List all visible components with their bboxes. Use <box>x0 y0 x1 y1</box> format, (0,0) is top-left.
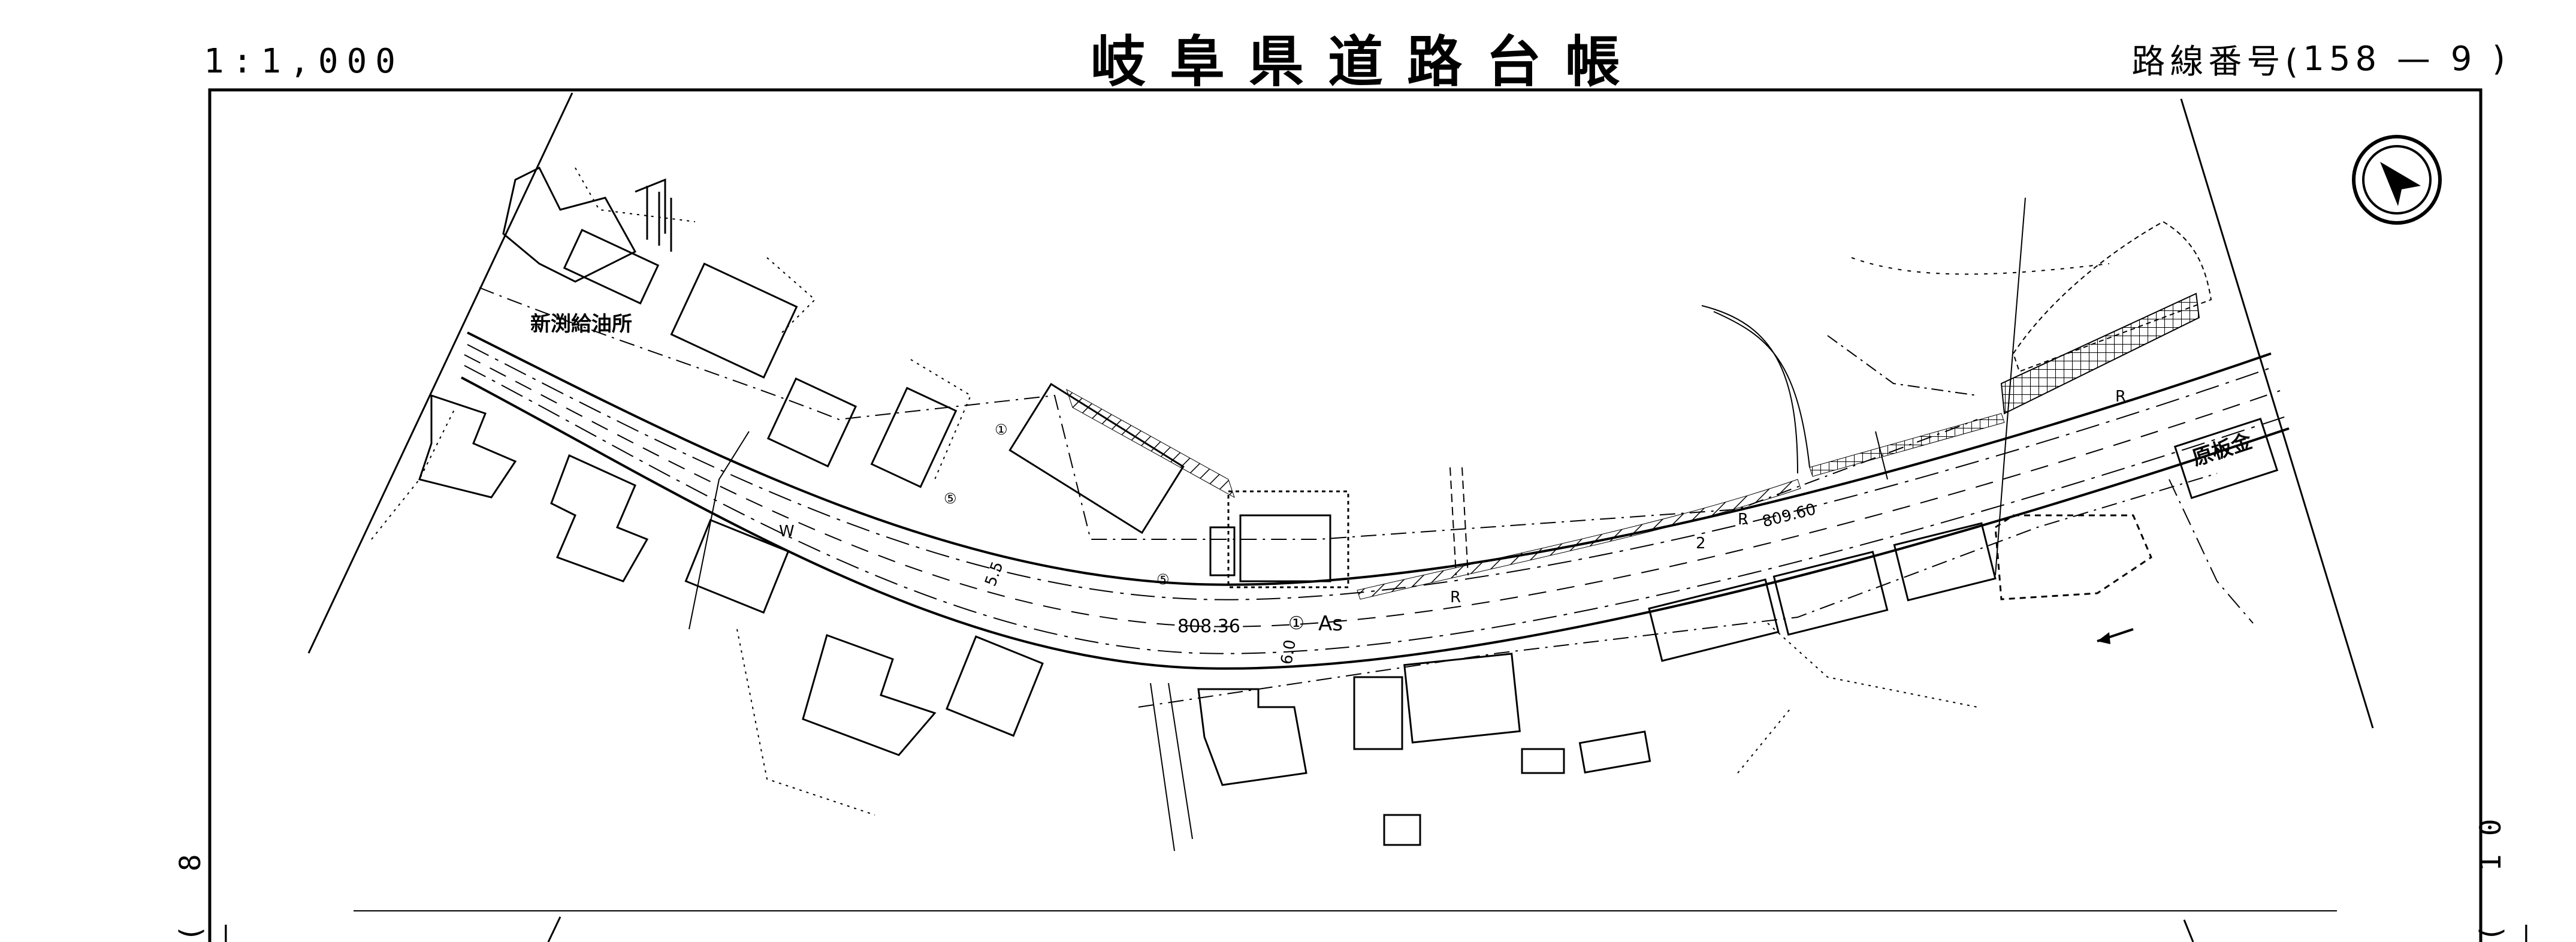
label-well: W <box>779 523 795 541</box>
label-pavement: As <box>1318 612 1343 636</box>
retaining-wall-strip <box>1809 413 2005 477</box>
water-channels <box>688 197 2254 852</box>
route-number: 路線番号( 158 — 9 ) <box>2131 35 2510 83</box>
channel <box>1875 431 1888 480</box>
building <box>1008 382 1185 535</box>
building <box>635 178 666 234</box>
property-line <box>1737 707 1792 774</box>
building <box>1578 730 1651 774</box>
property-line <box>371 407 456 540</box>
channel <box>2169 479 2254 624</box>
buildings-southwest <box>418 394 1521 846</box>
channel <box>1168 683 1193 840</box>
label-num-2: ⑤ <box>944 490 957 507</box>
label-elevation-2: 809.60 <box>1760 500 1818 531</box>
building <box>946 635 1044 737</box>
channel <box>1449 467 1469 576</box>
sheet-boundary-right <box>2180 98 2374 729</box>
label-elevation-1: 808.36 <box>1177 616 1240 637</box>
sheet-boundary-left <box>307 92 573 654</box>
retaining-wall-hatch <box>2000 292 2200 415</box>
slope-hatch-west <box>1066 388 1235 499</box>
channel <box>1150 683 1175 852</box>
sheet-boundary-left-lower <box>547 916 561 942</box>
building <box>870 387 958 488</box>
building <box>1227 490 1349 588</box>
building <box>1994 514 2152 600</box>
building <box>563 228 660 305</box>
label-sheet-metal: 原板金 <box>2190 429 2255 471</box>
boundary-north-west <box>479 287 1978 540</box>
map-scale: 1:1,000 <box>204 41 404 81</box>
channel <box>1827 335 1978 396</box>
label-lane: 2 <box>1696 535 1706 552</box>
channel <box>1713 311 1810 468</box>
road-centerline <box>464 354 2281 627</box>
label-curb-r3: R <box>2115 388 2126 406</box>
building <box>1209 526 1236 576</box>
road-edge-north <box>467 331 2272 586</box>
slope-hatch-north <box>1357 479 1801 600</box>
label-dim-2: 6.0 <box>1278 638 1300 666</box>
building <box>684 518 790 614</box>
label-num-3: ⑤ <box>1156 571 1170 588</box>
label-curb-r2: R <box>1738 511 1748 529</box>
building <box>1383 814 1421 846</box>
property-line <box>1767 623 1978 708</box>
building <box>1648 578 1780 662</box>
building <box>1521 748 1565 774</box>
building <box>1772 551 1889 636</box>
boundary-south <box>1138 473 2218 708</box>
map-frame <box>208 88 2483 942</box>
buildings-east <box>1521 418 2279 774</box>
property-line <box>575 167 696 222</box>
flow-direction-arrow-icon <box>2097 628 2134 644</box>
north-arrow-icon <box>2352 135 2442 225</box>
building <box>670 262 798 379</box>
label-num-1: ① <box>995 421 1008 438</box>
property-line <box>736 629 875 816</box>
building <box>1353 676 1403 750</box>
building <box>1893 522 1997 602</box>
road-edge-south <box>461 376 2290 670</box>
page-title: 岐阜県道路台帳 <box>1091 29 1645 94</box>
tree-area-outline <box>2012 221 2212 373</box>
building <box>1197 688 1307 786</box>
channel <box>688 431 750 630</box>
label-curb-r1: R <box>1450 588 1461 606</box>
building <box>1239 514 1331 582</box>
property-line <box>910 359 972 480</box>
route-suffix: ) <box>2477 39 2510 78</box>
building <box>502 166 637 283</box>
building <box>418 394 517 499</box>
building <box>802 634 937 756</box>
route-number-value: 158 — 9 <box>2303 39 2477 78</box>
sheet-metal-shop <box>2173 418 2279 499</box>
buildings-northwest <box>502 166 1349 588</box>
road-inner-line-south <box>464 365 2287 654</box>
label-route-mark: ① <box>1288 613 1304 634</box>
route-prefix: 路線番号( <box>2131 42 2303 81</box>
road-inner-line-north <box>467 344 2275 600</box>
channel <box>1995 197 2026 576</box>
sheet-boundary-right-lower <box>2183 919 2194 942</box>
channel <box>1701 305 1798 474</box>
building <box>550 454 649 582</box>
label-gas-station: 新渕給油所 <box>530 312 632 336</box>
channel <box>1851 257 2110 275</box>
building <box>766 377 857 468</box>
building <box>1403 653 1521 744</box>
building <box>646 186 672 252</box>
label-dim-1: 5.5 <box>982 559 1007 588</box>
property-lines <box>371 167 1978 816</box>
